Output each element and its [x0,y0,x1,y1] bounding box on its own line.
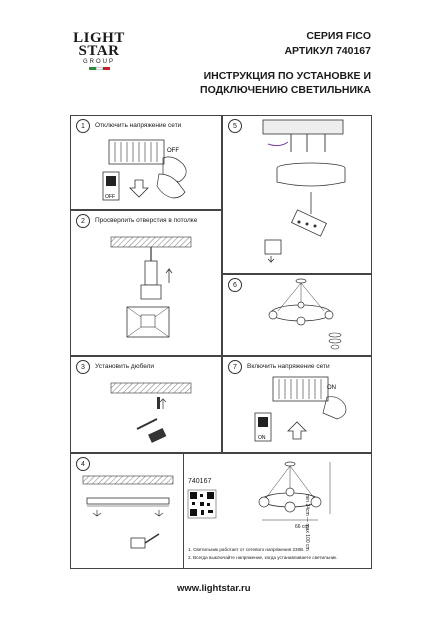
footer-url[interactable]: www.lightstar.ru [177,583,251,594]
step-5-panel: 5 [222,115,372,274]
step-2-caption: Просверлить отверстия в потолке [95,217,198,224]
step-6-number: 6 [228,278,242,292]
logo-line-1: LIGHT [73,30,125,46]
qr-code-icon [187,489,217,519]
step-5-number: 5 [228,119,242,133]
note-2: 2. Всегда выключайте напряжение, когда у… [188,555,338,560]
dimension-height: min 24cm — max 100 cm [304,494,310,551]
header-series: СЕРИЯ FICO [306,30,371,42]
step-7-caption: Включить напряжение сети [247,363,330,370]
brand-logo: LIGHT STAR GROUP [70,30,128,90]
product-drawing [258,461,331,521]
step-2-illustration [110,236,192,338]
step-6-illustration [268,278,342,350]
step-1-illustration: OFF OFF [102,139,187,201]
step-4-number: 4 [76,457,90,471]
step-2-panel: 2 Просверлить отверстия в потолке [70,210,222,356]
step-1-panel: 1 Отключить напряжение сети OFF OFF [70,115,222,210]
step-7-on-label: ON [327,385,336,391]
note-1: 1. Светильник работает от сетевого напря… [188,547,305,552]
step-7-on-label-2: ON [258,435,266,441]
step-6-panel: 6 [222,274,372,356]
step-3-number: 3 [76,360,90,374]
step-7-number: 7 [228,360,242,374]
step-3-illustration [110,382,192,443]
step-3-caption: Установить дюбели [95,363,155,370]
italy-flag-icon [70,67,128,70]
logo-line-3: GROUP [82,59,115,65]
dimension-diameter: 66 cm [295,524,309,530]
step-1-off-label: OFF [167,148,179,154]
header-title-2: ПОДКЛЮЧЕНИЮ СВЕТИЛЬНИКА [200,84,371,96]
step-1-caption: Отключить напряжение сети [95,122,182,129]
logo-line-2: STAR [78,43,120,59]
step-3-panel: 3 Установить дюбели [70,356,222,453]
step-1-number: 1 [76,119,90,133]
step-1-off-label-2: OFF [105,194,115,200]
product-panel: 740167 66 cm min 24cm — max 100 cm 1. Св… [184,453,372,569]
step-4-panel: 4 [70,453,184,569]
step-7-illustration: ON ON [254,376,347,442]
step-4-illustration [82,475,174,549]
step-2-number: 2 [76,214,90,228]
step-7-panel: 7 Включить напряжение сети ON ON [222,356,372,453]
header-article: АРТИКУЛ 740167 [284,45,371,57]
header-title-1: ИНСТРУКЦИЯ ПО УСТАНОВКЕ И [203,70,371,82]
step-5-illustration [262,119,346,263]
product-article: 740167 [188,478,212,485]
